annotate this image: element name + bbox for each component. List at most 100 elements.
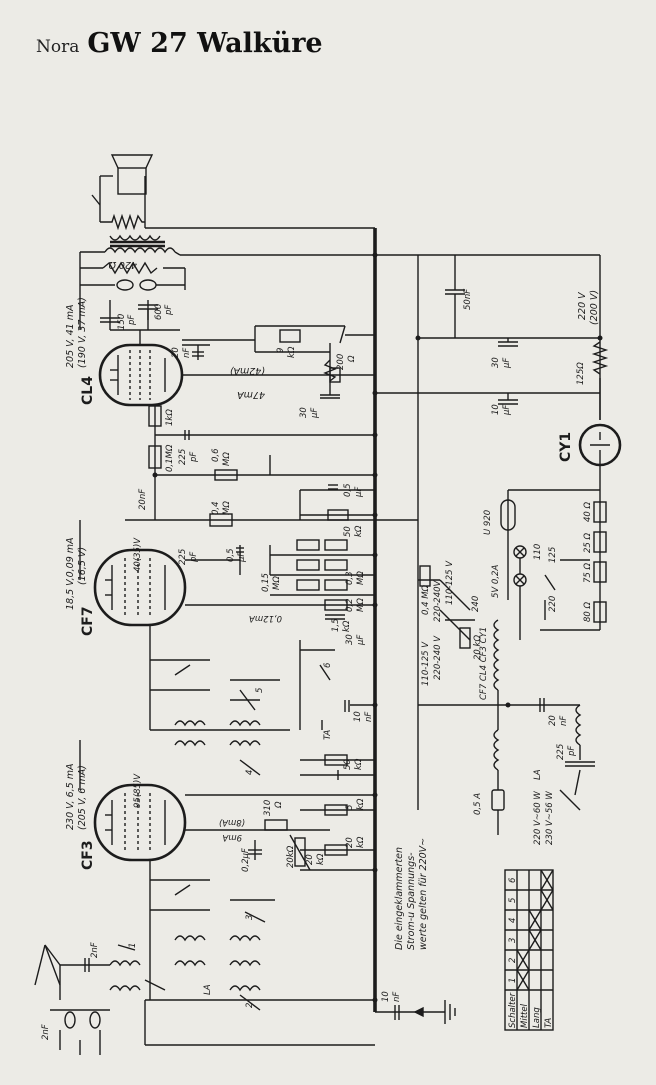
- junction-dots: [152, 252, 603, 1003]
- tbl-row-lang: Lang: [532, 1007, 542, 1028]
- cf7-r02u: MΩ: [356, 598, 366, 612]
- cf7-resistors: [269, 539, 375, 720]
- cf3-r20kc: 20: [305, 854, 315, 865]
- tube-cl4-label: CL4: [80, 376, 96, 405]
- cf7-c30u: µF: [356, 635, 366, 646]
- cf3-sw4: 4: [245, 770, 255, 775]
- switch-table: Schalter 1 2 3 4 5 6 Mittel Lang TA: [504, 869, 554, 1031]
- cl4-grid-net: [125, 405, 418, 527]
- table-mark-ta-5: [540, 889, 554, 911]
- v200-label: (200 V): [589, 290, 600, 325]
- cf3-r50k: 50: [343, 759, 353, 770]
- cf7-c225: 225: [178, 549, 188, 565]
- r200-label: 200: [336, 354, 346, 370]
- cf7-supply-alt: (16,5 V): [77, 547, 88, 585]
- r80-label: 80 Ω: [583, 601, 593, 622]
- cl4-cathode-net: [182, 325, 375, 399]
- cf7-r015u: MΩ: [272, 576, 282, 590]
- cf3-sw3: 3: [245, 915, 255, 920]
- cl4-supply: 205 V, 41 mA: [65, 305, 76, 368]
- cf7-c05: 0,5: [226, 548, 236, 562]
- cf7-c225u: pF: [189, 552, 199, 563]
- table-mark-lang-4: [528, 909, 542, 931]
- i42-label: (42mA): [230, 365, 265, 376]
- c10-power-label: 10: [491, 404, 501, 415]
- cf7-r04u: MΩ: [222, 501, 232, 515]
- cf7-supply: 18,5 V,0,09 mA: [65, 537, 76, 610]
- cf7-r02: 0,2: [345, 598, 355, 612]
- header: Nora GW 27 Walküre: [36, 28, 323, 59]
- cf3-supply: 230 V, 6,5 mA: [65, 764, 76, 830]
- cf7-i012: 0,12mA: [249, 613, 282, 623]
- tube-cf3: [79, 740, 375, 1000]
- c30-label: 30: [299, 407, 309, 418]
- r200-unit: Ω: [347, 355, 357, 363]
- power-filter: [445, 255, 609, 420]
- cf3-c10nu: nF: [392, 992, 402, 1002]
- table-mark-mittel-2: [516, 949, 530, 971]
- c225-unit: pF: [189, 452, 199, 463]
- n125-label: 125: [548, 547, 558, 563]
- tbl-head-3: 3: [508, 938, 518, 943]
- tbl-head-4: 4: [508, 918, 518, 923]
- c150-unit: pF: [127, 315, 137, 326]
- cf7-c05bu: µF: [354, 487, 364, 498]
- r40-label: 40 Ω: [583, 501, 593, 522]
- cf3-sw1: 1: [128, 943, 138, 948]
- cf3-c2nf-b: 2nF: [41, 1024, 51, 1040]
- note-line-1: Die eingeklammerten: [394, 847, 405, 950]
- table-marks: [516, 869, 554, 991]
- cf7-c05u: µF: [237, 552, 247, 563]
- cf3-r5k: 5: [345, 805, 355, 810]
- fuse-label: 0,5 A: [473, 793, 483, 815]
- chain-label: CF7 CL4 CF3 CY1: [479, 627, 489, 700]
- r04m-label: 0,4 MΩ: [421, 584, 431, 615]
- cf3-c02: 0,2µF: [241, 848, 251, 872]
- tbl-head-1: 1: [508, 978, 518, 983]
- c30-power-label: 30: [491, 357, 501, 368]
- cf3-rf-section: [60, 879, 375, 1045]
- c20-unit: nF: [182, 348, 192, 358]
- cf3-supply-alt: (205 V, 6 mA): [77, 765, 88, 830]
- cf3-i8: (8mA): [219, 817, 245, 827]
- output-transformer: [79, 234, 181, 330]
- brand-label: Nora: [36, 37, 80, 57]
- cf3-r20kcu: kΩ: [316, 853, 326, 865]
- sel-110-125-label: 110-125 V: [445, 560, 455, 605]
- cf3-c10n: 10: [381, 991, 391, 1002]
- cf7-v40: 40(35)V: [133, 537, 143, 572]
- tube-cy1-label: CY1: [558, 432, 574, 462]
- cf7-r15ku: kΩ: [342, 620, 352, 632]
- sel-110-125b-label: 110-125 V: [421, 641, 431, 686]
- sel-220-240-label: 220-240V: [433, 579, 443, 622]
- r06-unit: MΩ: [222, 452, 232, 466]
- heater-coils: [418, 619, 595, 835]
- r9k-unit: kΩ: [287, 346, 297, 358]
- cf7-ta: TA: [323, 730, 333, 740]
- tone-network: [80, 279, 185, 331]
- cf7-r50k: 50: [343, 526, 353, 537]
- cf7-sw6: 6: [323, 662, 333, 668]
- c50n-label: 50nF: [463, 289, 473, 310]
- cf3-r20kb: 20: [345, 837, 355, 848]
- tbl-row-mittel: Mittel: [520, 1003, 530, 1028]
- i47-label: 47mA: [237, 389, 265, 400]
- c225-label: 225: [178, 449, 188, 465]
- cf7-r03: 0,3: [345, 571, 355, 585]
- cf3-resistors: [248, 754, 375, 871]
- note-line-2: Strom-u Spannungs-: [406, 852, 417, 950]
- cf3-sw2: 2: [245, 1003, 255, 1008]
- sel-220b-label: 220-240 V: [433, 635, 443, 680]
- tbl-head-6: 6: [508, 877, 518, 883]
- cf7-r04: 0,4: [211, 501, 221, 515]
- tbl-head-5: 5: [508, 898, 518, 903]
- c600-unit: pF: [164, 305, 174, 316]
- r06-label: 0,6: [211, 448, 221, 462]
- watt1-label: 220 V~60 W: [533, 791, 543, 845]
- c20n-power-label: 20: [548, 715, 558, 726]
- chassis-ground: [375, 1000, 456, 1024]
- tube-cf3-label: CF3: [80, 840, 96, 870]
- model-title: GW 27 Walküre: [87, 28, 323, 59]
- r1k-label: 1kΩ: [165, 409, 175, 426]
- cf3-r310u: Ω: [274, 801, 284, 809]
